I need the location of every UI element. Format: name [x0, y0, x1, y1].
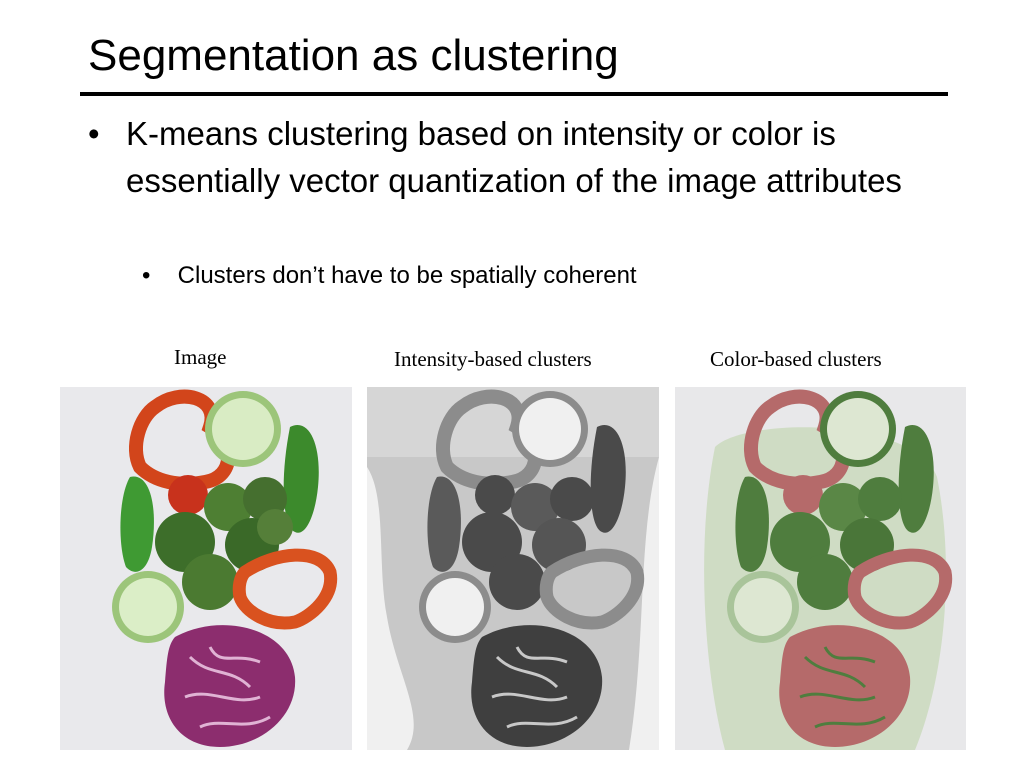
bullet-mark: • — [88, 115, 100, 152]
bullet-item: • K-means clustering based on intensity … — [88, 110, 938, 204]
intensity-clusters-image — [367, 387, 659, 750]
caption-intensity: Intensity-based clusters — [394, 347, 592, 371]
color-clusters-image — [675, 387, 966, 750]
caption-color: Color-based clusters — [710, 347, 882, 371]
sub-bullet-mark: • — [142, 262, 151, 289]
original-vegetables-photo — [60, 387, 352, 750]
title-underline — [80, 92, 948, 96]
slide-title: Segmentation as clustering — [88, 31, 619, 80]
caption-image: Image — [174, 345, 227, 369]
bullet-text: K-means clustering based on intensity or… — [126, 115, 902, 199]
sub-bullet-text: Clusters don’t have to be spatially cohe… — [177, 262, 637, 289]
sub-bullet-item: • Clusters don’t have to be spatially co… — [142, 260, 637, 292]
